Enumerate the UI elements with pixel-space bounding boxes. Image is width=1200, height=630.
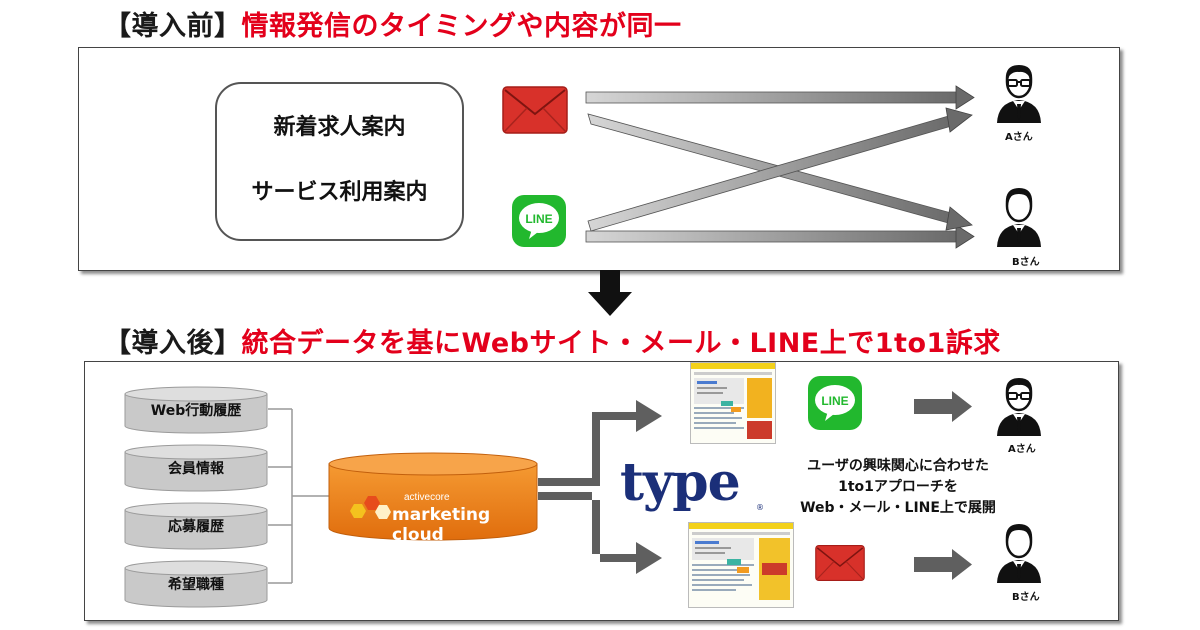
platform-cylinder-icon	[328, 452, 538, 541]
content-item-new-jobs: 新着求人案内	[273, 115, 406, 140]
line-icon-text: LINE	[821, 394, 848, 408]
before-heading-description: 情報発信のタイミングや内容が同一	[241, 11, 682, 42]
arrow-mail-to-a	[585, 85, 975, 110]
mail-icon	[502, 86, 568, 134]
database-member-info: 会員情報	[124, 444, 268, 492]
database-cylinder-icon	[124, 386, 268, 434]
arrow-mail-to-user-b	[914, 549, 972, 580]
approach-message-line-1: ユーザの興味関心に合わせた	[807, 458, 989, 474]
content-item-service-guide: サービス利用案内	[251, 180, 428, 205]
user-a-avatar-icon	[997, 378, 1041, 436]
line-icon-text: LINE	[525, 212, 552, 226]
activecore-logo-icon	[350, 496, 391, 519]
after-heading-tag: 【導入後】	[104, 328, 242, 359]
mail-icon	[815, 545, 865, 581]
after-heading-description: 統合データを基にWebサイト・メール・LINE上で1to1訴求	[241, 328, 1001, 359]
before-arrows	[585, 85, 975, 249]
user-a-label: Aさん	[1005, 132, 1033, 143]
user-b-avatar-icon	[997, 188, 1041, 247]
database-web-behavior: Web行動履歴	[124, 386, 268, 434]
activecore-platform: activecore marketing cloud	[328, 452, 538, 545]
database-application-history-label: 応募履歴	[168, 519, 224, 535]
activecore-label-small: activecore	[404, 492, 450, 503]
user-a-label: Aさん	[1008, 444, 1036, 455]
user-b-avatar-icon	[997, 524, 1041, 583]
database-desired-occupation: 希望職種	[124, 560, 268, 608]
activecore-label-main: marketing cloud	[392, 505, 491, 545]
database-web-behavior-label: Web行動履歴	[150, 403, 242, 419]
line-icon: LINE	[808, 376, 862, 430]
database-desired-occupation-label: 希望職種	[168, 577, 224, 593]
approach-message-line-2: 1to1アプローチを	[838, 479, 958, 495]
database-cylinder-icon	[124, 502, 268, 550]
down-arrow-icon	[588, 270, 632, 316]
website-screenshot-bottom	[688, 522, 794, 608]
arrow-line-to-b	[585, 224, 975, 249]
approach-message: ユーザの興味関心に合わせた 1to1アプローチを Web・メール・LINE上で展…	[778, 456, 1018, 519]
arrow-line-to-user-a	[914, 391, 972, 422]
arrow-line-to-a	[587, 107, 973, 232]
content-box: 新着求人案内 サービス利用案内	[215, 82, 464, 241]
website-screenshot-top	[690, 362, 776, 444]
line-icon: LINE	[512, 195, 566, 247]
before-heading-tag: 【導入前】	[104, 11, 242, 42]
user-a-avatar-icon	[997, 65, 1041, 123]
database-cylinder-icon	[124, 444, 268, 492]
type-logo: type	[620, 452, 741, 513]
before-heading: 【導入前】情報発信のタイミングや内容が同一	[104, 4, 682, 43]
user-b-label: Bさん	[1012, 257, 1040, 268]
database-cylinder-icon	[124, 560, 268, 608]
type-logo-registered-mark: ®	[756, 503, 764, 512]
user-b-label: Bさん	[1012, 592, 1040, 603]
database-application-history: 応募履歴	[124, 502, 268, 550]
after-heading: 【導入後】統合データを基にWebサイト・メール・LINE上で1to1訴求	[104, 321, 1001, 360]
approach-message-line-3: Web・メール・LINE上で展開	[800, 500, 996, 516]
database-member-info-label: 会員情報	[168, 461, 224, 477]
